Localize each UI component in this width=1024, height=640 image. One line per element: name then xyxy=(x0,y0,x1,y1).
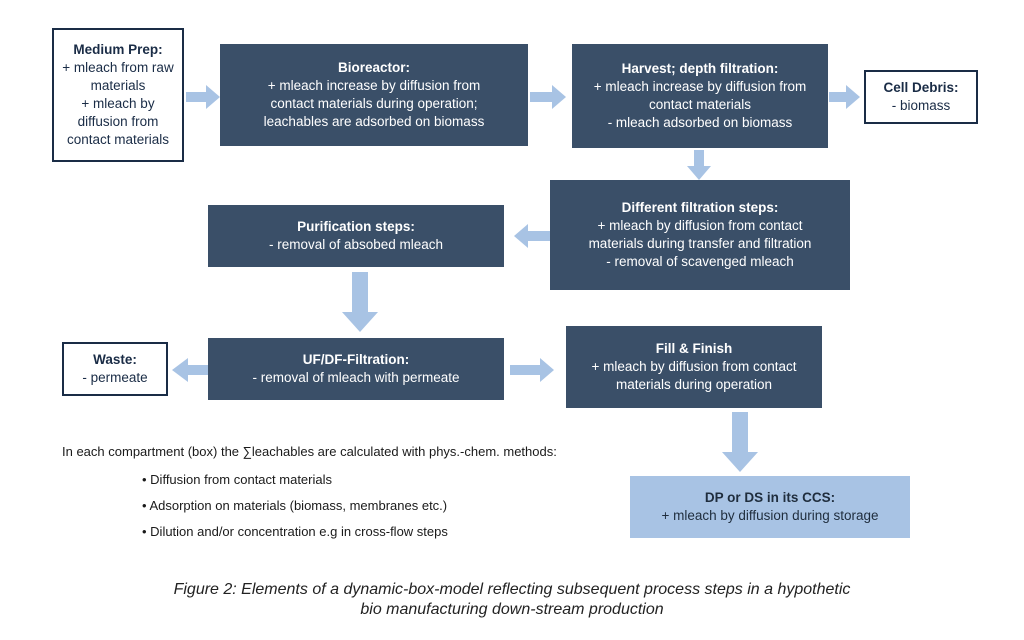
medium-prep-box: Medium Prep: + mleach from raw materials… xyxy=(52,28,184,162)
filtration-steps-title: Different filtration steps: xyxy=(621,200,779,215)
filtration-steps-box: Different filtration steps: + mleach by … xyxy=(550,180,850,290)
arrow-ufdf-to-waste xyxy=(172,358,208,382)
ufdf-box: UF/DF-Filtration: - removal of mleach wi… xyxy=(208,338,504,400)
cell-debris-box: Cell Debris: - biomass xyxy=(864,70,978,124)
purification-title: Purification steps: xyxy=(297,219,415,234)
purification-box: Purification steps: - removal of absobed… xyxy=(208,205,504,267)
ufdf-title: UF/DF-Filtration: xyxy=(302,352,410,367)
harvest-line-1: + mleach increase by diffusion from xyxy=(593,79,807,94)
arrow-fill-to-dpds xyxy=(722,412,758,472)
figure-caption-line-1: Figure 2: Elements of a dynamic-box-mode… xyxy=(173,581,851,598)
arrow-harvest-to-debris xyxy=(829,85,860,109)
dp-ds-box: DP or DS in its CCS: + mleach by diffusi… xyxy=(630,476,910,538)
filtration-steps-line-1: + mleach by diffusion from contact xyxy=(597,218,803,233)
dp-ds-line-1: + mleach by diffusion during storage xyxy=(661,508,879,523)
bioreactor-box: Bioreactor: + mleach increase by diffusi… xyxy=(220,44,528,146)
calculation-note: In each compartment (box) the ∑leachable… xyxy=(62,444,557,459)
bullet-adsorption: • Adsorption on materials (biomass, memb… xyxy=(142,498,448,513)
bullet-diffusion: • Diffusion from contact materials xyxy=(142,472,332,487)
bullet-dilution: • Dilution and/or concentration e.g in c… xyxy=(142,524,448,539)
cell-debris-title: Cell Debris: xyxy=(883,80,959,95)
medium-prep-line-2: + mleach by diffusion from contact mater… xyxy=(66,96,170,147)
medium-prep-title: Medium Prep: xyxy=(73,42,163,57)
waste-title: Waste: xyxy=(93,352,137,367)
arrow-medium-to-bioreactor xyxy=(186,85,220,109)
figure-caption-line-2: bio manufacturing down-stream production xyxy=(360,601,664,618)
bioreactor-line-1: + mleach increase by diffusion from xyxy=(267,78,481,93)
harvest-line-3: - mleach adsorbed on biomass xyxy=(607,115,793,130)
arrow-harvest-to-filtration xyxy=(687,150,711,180)
dp-ds-title: DP or DS in its CCS: xyxy=(704,490,836,505)
waste-line-1: - permeate xyxy=(82,370,148,385)
arrow-ufdf-to-fill xyxy=(510,358,554,382)
bioreactor-line-3: leachables are adsorbed on biomass xyxy=(263,114,485,129)
fill-finish-line-1: + mleach by diffusion from contact xyxy=(591,359,797,374)
arrow-bioreactor-to-harvest xyxy=(530,85,566,109)
filtration-steps-line-3: - removal of scavenged mleach xyxy=(606,254,794,269)
fill-finish-line-2: materials during operation xyxy=(615,377,773,392)
bioreactor-title: Bioreactor: xyxy=(337,60,410,75)
medium-prep-line-1: + mleach from raw materials xyxy=(62,60,174,93)
fill-finish-title: Fill & Finish xyxy=(655,341,733,356)
arrow-purification-to-ufdf xyxy=(342,272,378,332)
waste-box: Waste: - permeate xyxy=(62,342,168,396)
ufdf-line-1: - removal of mleach with permeate xyxy=(252,370,460,385)
cell-debris-line-1: - biomass xyxy=(891,98,951,113)
harvest-line-2: contact materials xyxy=(648,97,752,112)
filtration-steps-line-2: materials during transfer and filtration xyxy=(588,236,812,251)
fill-finish-box: Fill & Finish + mleach by diffusion from… xyxy=(566,326,822,408)
purification-line-1: - removal of absobed mleach xyxy=(268,237,444,252)
bioreactor-line-2: contact materials during operation; xyxy=(270,96,478,111)
harvest-box: Harvest; depth filtration: + mleach incr… xyxy=(572,44,828,148)
harvest-title: Harvest; depth filtration: xyxy=(621,61,779,76)
arrow-filtration-to-purification xyxy=(514,224,558,248)
